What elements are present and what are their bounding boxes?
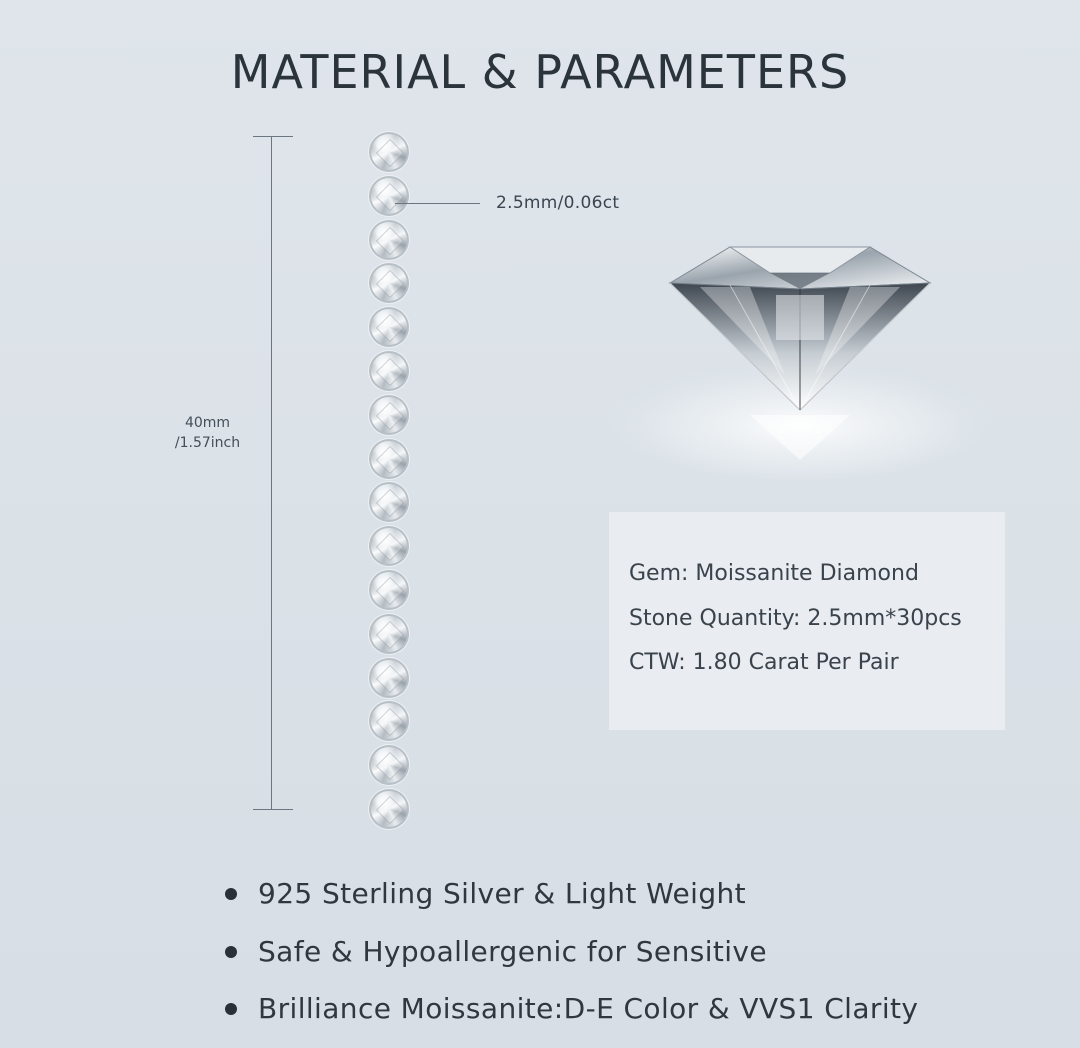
feature-text: Brilliance Moissanite:D-E Color & VVS1 C… (258, 992, 919, 1025)
stone (369, 307, 409, 348)
length-label-mm: 40mm (184, 415, 231, 431)
length-label: 40mm /1.57inch (160, 413, 255, 453)
feature-item: Brilliance Moissanite:D-E Color & VVS1 C… (222, 983, 1072, 1041)
info-ctw: CTW: 1.80 Carat Per Pair (629, 650, 899, 675)
page-title: MATERIAL & PARAMETERS (230, 44, 850, 99)
stone-size-label: 2.5mm/0.06ct (496, 193, 620, 213)
stone (369, 482, 409, 523)
feature-text: Safe & Hypoallergenic for Sensitive (258, 934, 768, 968)
info-stone-quantity: Stone Quantity: 2.5mm*30pcs (629, 605, 962, 631)
stone (369, 570, 409, 610)
length-measure-line (271, 136, 272, 809)
feature-item: Safe & Hypoallergenic for Sensitive (222, 926, 1072, 984)
feature-text: 925 Sterling Silver & Light Weight (258, 877, 747, 910)
stone (369, 438, 409, 479)
stone (369, 789, 409, 829)
measure-cap-top (253, 136, 293, 137)
info-gem: Gem: Moissanite Diamond (629, 561, 919, 586)
stone (369, 745, 409, 786)
length-label-inch: /1.57inch (174, 435, 241, 451)
stone (369, 219, 409, 260)
stone (369, 132, 409, 172)
stone (369, 701, 409, 742)
bullet-icon (225, 945, 237, 958)
diamond-icon (610, 246, 990, 480)
stone (369, 263, 409, 304)
stone (369, 175, 409, 216)
earring-stone-column (366, 132, 412, 832)
bullet-icon (225, 888, 237, 900)
bullet-icon (225, 1003, 237, 1015)
stone (369, 657, 409, 698)
specification-box: Gem: Moissanite Diamond Stone Quantity: … (609, 512, 1005, 730)
stone (369, 613, 409, 654)
stone (369, 351, 409, 391)
measure-cap-bottom (253, 809, 293, 810)
stone (369, 394, 409, 435)
feature-item: 925 Sterling Silver & Light Weight (222, 868, 1072, 926)
stone (369, 526, 409, 567)
feature-list: 925 Sterling Silver & Light Weight Safe … (222, 868, 1072, 1041)
stone-callout-line (395, 203, 480, 204)
